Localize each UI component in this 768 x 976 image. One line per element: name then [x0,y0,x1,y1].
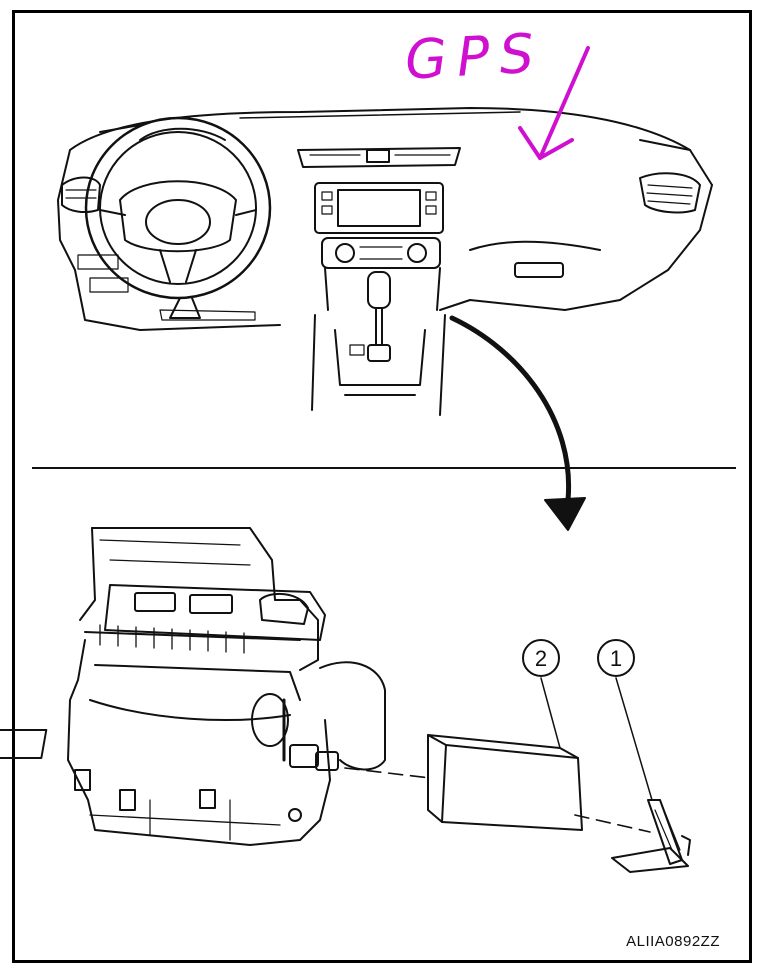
section-divider [32,467,736,469]
figure-frame [12,10,752,963]
filter-cover-illustration [611,677,691,873]
insertion-line [344,767,651,833]
air-filter-illustration [427,677,583,831]
dashboard-illustration [57,107,713,416]
callout-1: 1 [597,639,635,677]
callout-2: 2 [522,639,560,677]
handwritten-arrow [518,46,590,160]
handwritten-annotation: GPS [403,21,546,92]
heater-unit-illustration [0,527,386,846]
figure-code: ALIIA0892ZZ [626,933,720,950]
callout-arrow [449,315,586,531]
